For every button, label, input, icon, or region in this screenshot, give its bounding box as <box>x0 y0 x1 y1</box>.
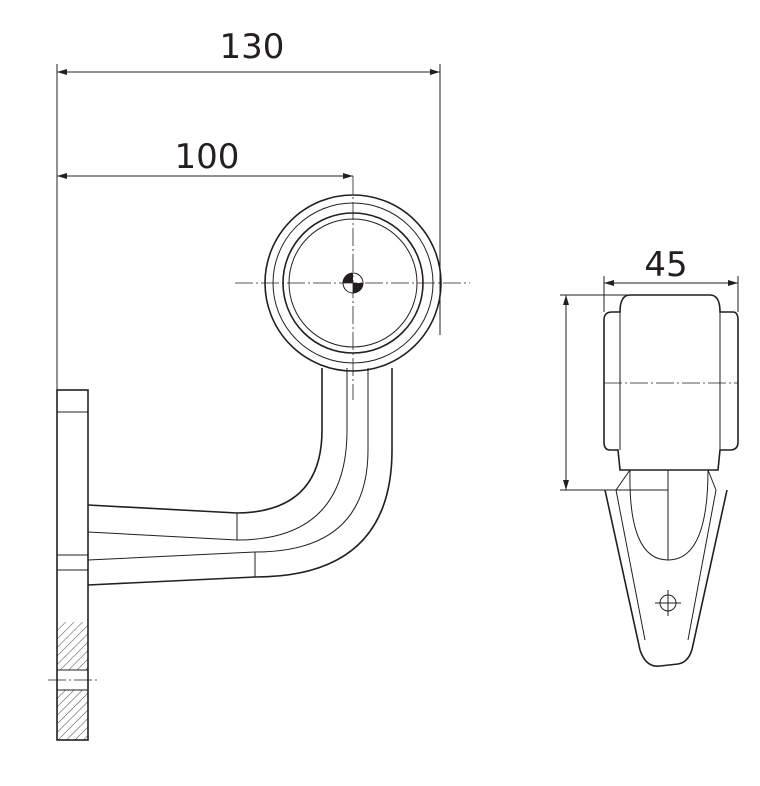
dimension-130: 130 <box>56 27 441 390</box>
side-view: 45 <box>560 245 739 667</box>
arm <box>87 368 393 586</box>
lamp-head <box>235 176 470 400</box>
dimension-label-100: 100 <box>175 137 240 177</box>
mounting-plate <box>48 389 100 741</box>
dimension-100: 100 <box>57 137 353 179</box>
dimension-label-45: 45 <box>644 245 687 285</box>
dimension-label-130: 130 <box>220 27 285 67</box>
center-mark-icon <box>342 272 364 294</box>
mounting-hole-icon <box>655 590 681 616</box>
